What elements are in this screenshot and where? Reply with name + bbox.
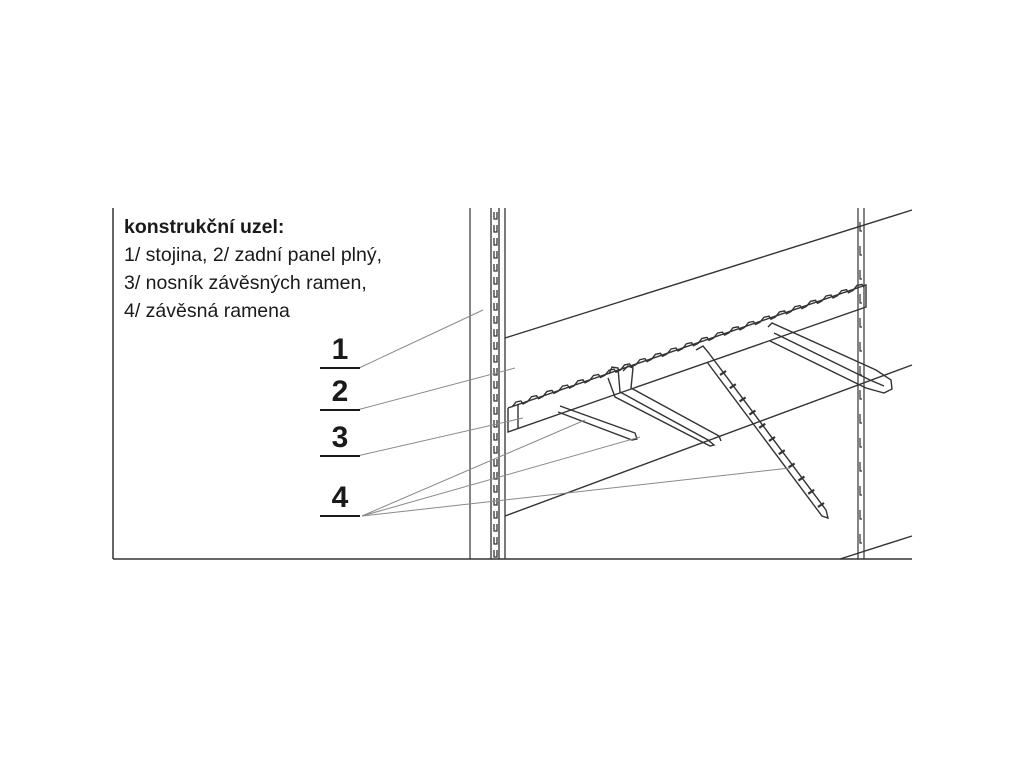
slot — [859, 438, 862, 448]
hanging-arm-hook — [607, 366, 716, 447]
slot — [493, 355, 498, 363]
slot — [493, 485, 498, 493]
back-panel — [504, 209, 913, 560]
hanging-arm-loop — [767, 322, 893, 394]
slot — [493, 303, 498, 311]
slot — [493, 225, 498, 233]
peg — [738, 396, 747, 403]
sloped-arm-pegs — [719, 370, 825, 508]
diagram-frame — [112, 208, 912, 560]
peg — [768, 436, 776, 442]
callout-2: 2 — [331, 375, 349, 408]
peg — [778, 449, 786, 456]
slot — [859, 270, 862, 280]
slot — [493, 329, 498, 337]
peg — [729, 383, 737, 390]
callout-underlines — [320, 367, 360, 517]
slot — [493, 212, 498, 220]
slot — [493, 368, 498, 376]
slot — [493, 524, 498, 532]
slot — [493, 394, 498, 402]
slot — [493, 550, 498, 558]
peg — [787, 462, 796, 469]
callout-1: 1 — [331, 333, 349, 366]
slot — [859, 390, 862, 400]
slot — [859, 462, 862, 472]
slot — [493, 316, 498, 324]
slot — [493, 342, 498, 350]
slot — [859, 342, 862, 352]
slot — [859, 294, 862, 304]
legend: konstrukční uzel: 1/ stojina, 2/ zadní p… — [124, 213, 382, 325]
slot — [493, 238, 498, 246]
slot — [493, 277, 498, 285]
slot — [493, 511, 498, 519]
peg — [797, 475, 806, 482]
slot — [493, 433, 498, 441]
slot — [493, 446, 498, 454]
peg — [758, 422, 766, 429]
slot — [859, 510, 862, 520]
callout-3: 3 — [331, 421, 349, 454]
slot — [493, 251, 498, 259]
slot — [859, 414, 862, 424]
hanging-arm-beam — [507, 283, 867, 433]
upright-post — [490, 208, 506, 559]
peg — [748, 409, 757, 416]
leader-lines — [356, 309, 791, 517]
hanging-arm-sloped — [695, 345, 829, 520]
peg — [719, 370, 727, 376]
slot — [859, 486, 862, 496]
slot — [493, 537, 498, 545]
slot — [859, 246, 862, 256]
callout-4: 4 — [331, 481, 349, 514]
legend-title: konstrukční uzel: — [124, 216, 285, 238]
slot — [493, 264, 498, 272]
slot — [859, 366, 862, 376]
slot — [493, 407, 498, 415]
peg — [807, 488, 815, 495]
legend-line: 3/ nosník závěsných ramen, — [124, 272, 367, 294]
peg — [817, 502, 825, 508]
beam-teeth — [511, 283, 865, 408]
slot — [493, 381, 498, 389]
hanging-arm-straight — [557, 405, 638, 441]
right-upright-post — [857, 208, 865, 559]
slot — [493, 459, 498, 467]
slot — [859, 318, 862, 328]
legend-line: 4/ závěsná ramena — [124, 300, 290, 322]
hanging-arms — [557, 322, 893, 520]
right-upright-slots — [859, 222, 862, 544]
slot — [493, 472, 498, 480]
slot — [493, 420, 498, 428]
slot — [859, 222, 862, 232]
legend-line: 1/ stojina, 2/ zadní panel plný, — [124, 244, 383, 266]
slot — [493, 290, 498, 298]
slot — [859, 534, 862, 544]
upright-slots — [493, 212, 498, 558]
